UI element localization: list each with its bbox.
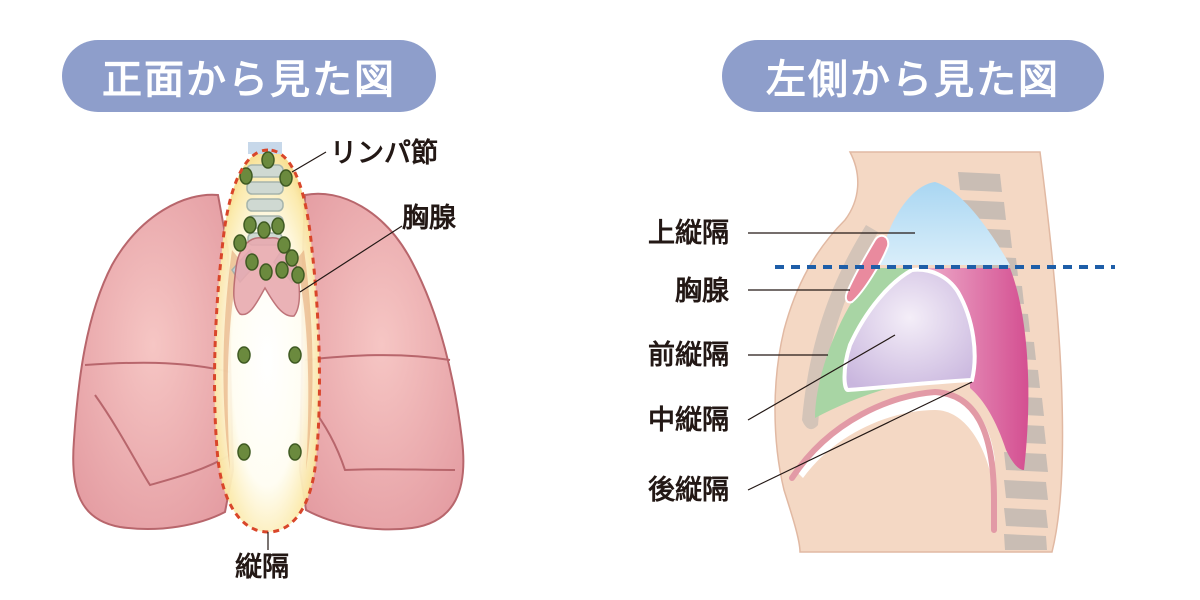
label-lymph-node: リンパ節 [330, 138, 438, 169]
lymph-node [245, 253, 259, 271]
anterior-mediastinum [815, 268, 912, 418]
lymph-node [243, 216, 257, 234]
lymph-node [259, 263, 273, 281]
label-anterior-mediastinum: 前縦隔 [648, 340, 729, 371]
lymph-node [277, 236, 291, 254]
lymph-node [279, 169, 293, 187]
label-middle-mediastinum: 中縦隔 [648, 405, 729, 436]
lymph-node [257, 221, 271, 239]
label-thymus-side: 胸腺 [675, 276, 729, 307]
lymph-node [285, 249, 299, 267]
lymph-node [271, 217, 285, 235]
lymph-node [239, 167, 253, 185]
lymph-node [288, 443, 302, 461]
superior-mediastinum [880, 182, 1010, 265]
label-superior-mediastinum: 上縦隔 [648, 218, 729, 249]
middle-mediastinum [842, 267, 977, 393]
lymph-node [233, 234, 247, 252]
side-view-diagram [747, 151, 1115, 553]
lymph-node [275, 261, 289, 279]
label-mediastinum: 縦隔 [235, 552, 289, 583]
front-view-diagram [72, 142, 465, 550]
lymph-node [237, 443, 251, 461]
lymph-node [261, 151, 275, 169]
label-posterior-mediastinum: 後縦隔 [648, 475, 729, 506]
diaphragm [795, 392, 995, 480]
thymus-side [844, 234, 890, 304]
lymph-node [237, 346, 251, 364]
label-thymus-front: 胸腺 [402, 203, 456, 234]
side-view-title: 左側から見た図 [722, 40, 1104, 112]
lymph-nodes [233, 151, 305, 461]
lymph-node [288, 346, 302, 364]
posterior-mediastinum [910, 268, 1029, 470]
lymph-node [291, 266, 305, 284]
front-view-title: 正面から見た図 [62, 40, 436, 112]
right-lung [298, 192, 465, 531]
